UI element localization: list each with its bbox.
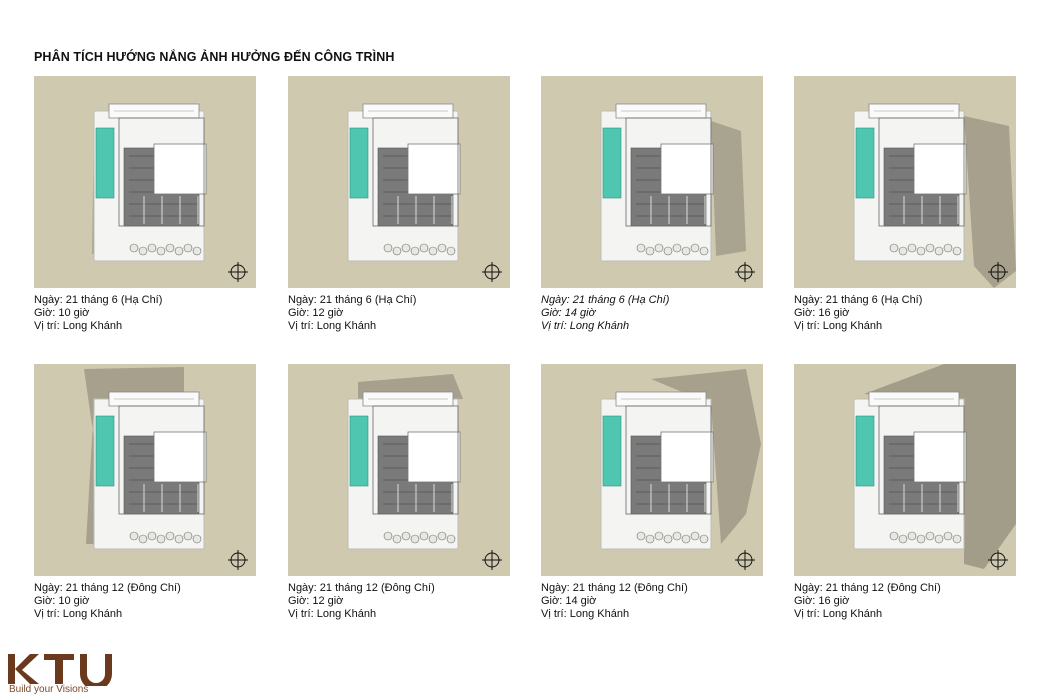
caption-date: Ngày: 21 tháng 12 (Đông Chí) <box>541 582 688 594</box>
site-plan-drawing <box>34 364 256 576</box>
caption-location: Vị trí: Long Khánh <box>288 320 377 332</box>
site-plan-drawing <box>288 364 510 576</box>
caption-location: Vị trí: Long Khánh <box>794 320 883 332</box>
site-plan-image <box>288 364 510 576</box>
caption-time: Giờ: 12 giờ <box>288 595 344 607</box>
caption-location: Vị trí: Long Khánh <box>541 320 630 332</box>
caption-location: Vị trí: Long Khánh <box>288 608 377 620</box>
site-plan-drawing <box>794 364 1016 576</box>
site-plan-image <box>794 364 1016 576</box>
caption-date: Ngày: 21 tháng 12 (Đông Chí) <box>794 582 941 594</box>
site-plan-image <box>541 364 763 576</box>
site-plan-drawing <box>541 364 763 576</box>
caption-date: Ngày: 21 tháng 12 (Đông Chí) <box>34 582 181 594</box>
caption-date: Ngày: 21 tháng 12 (Đông Chí) <box>288 582 435 594</box>
caption-location: Vị trí: Long Khánh <box>34 608 123 620</box>
caption-time: Giờ: 14 giờ <box>541 307 596 319</box>
site-plan-drawing <box>288 76 510 288</box>
caption-time: Giờ: 16 giờ <box>794 595 850 607</box>
page-title: PHÂN TÍCH HƯỚNG NẮNG ẢNH HƯỞNG ĐẾN CÔNG … <box>34 50 395 64</box>
site-plan-drawing <box>794 76 1016 288</box>
caption-date: Ngày: 21 tháng 6 (Hạ Chí) <box>288 294 417 306</box>
site-plan-image <box>541 76 763 288</box>
caption-location: Vị trí: Long Khánh <box>34 320 123 332</box>
caption-location: Vị trí: Long Khánh <box>794 608 883 620</box>
caption-time: Giờ: 10 giờ <box>34 307 90 319</box>
caption-time: Giờ: 10 giờ <box>34 595 90 607</box>
caption-date: Ngày: 21 tháng 6 (Hạ Chí) <box>794 294 923 306</box>
caption-time: Giờ: 14 giờ <box>541 595 597 607</box>
caption-location: Vị trí: Long Khánh <box>541 608 630 620</box>
caption-date: Ngày: 21 tháng 6 (Hạ Chí) <box>34 294 163 306</box>
caption-time: Giờ: 12 giờ <box>288 307 344 319</box>
site-plan-image <box>288 76 510 288</box>
site-plan-drawing <box>541 76 763 288</box>
site-plan-image <box>794 76 1016 288</box>
site-plan-image <box>34 76 256 288</box>
caption-date: Ngày: 21 tháng 6 (Hạ Chí) <box>541 294 670 306</box>
site-plan-drawing <box>34 76 256 288</box>
caption-time: Giờ: 16 giờ <box>794 307 850 319</box>
site-plan-image <box>34 364 256 576</box>
logo-tagline: Build your Visions <box>9 684 89 695</box>
ktu-logo <box>8 654 112 686</box>
